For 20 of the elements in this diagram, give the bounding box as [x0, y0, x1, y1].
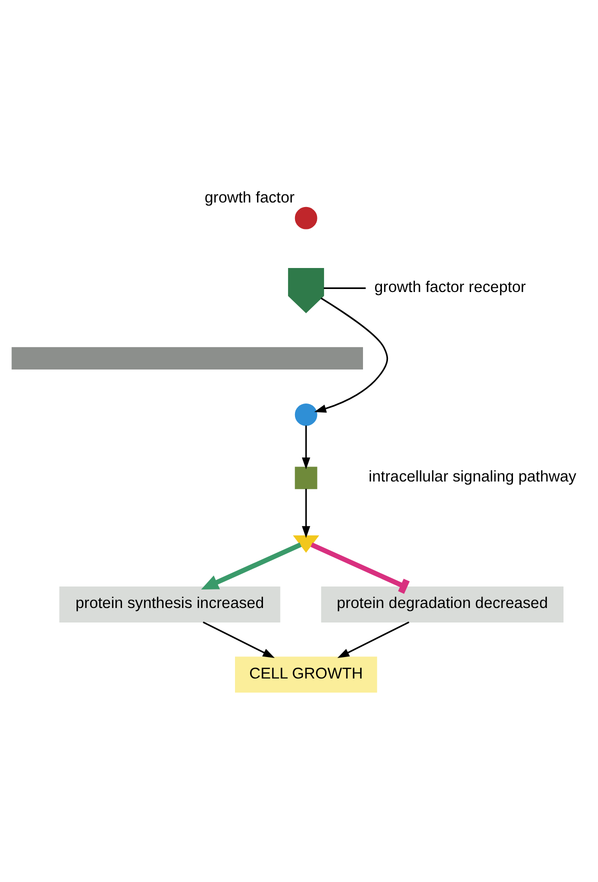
- node-circle: [294, 206, 318, 230]
- arrow: [202, 621, 275, 658]
- node-label: growth factor: [204, 189, 295, 206]
- node-triangle: [292, 535, 320, 553]
- node-box: protein degradation decreased: [321, 586, 564, 623]
- arrow: [337, 621, 410, 658]
- node-box: protein synthesis increased: [59, 586, 280, 623]
- node-box: [294, 466, 318, 490]
- arrow: [302, 488, 310, 538]
- arrow: [302, 426, 310, 470]
- node-receptor: [288, 268, 324, 314]
- connector: [310, 542, 410, 594]
- node-text: growth factor receptor: [374, 278, 526, 296]
- node-bar: [12, 347, 363, 370]
- node-circle: [294, 404, 318, 426]
- label: intracellular signaling pathway: [368, 468, 576, 486]
- connector: [324, 287, 366, 289]
- arrow: [314, 298, 388, 413]
- arrow: [201, 542, 302, 590]
- node-box: CELL GROWTH: [235, 656, 378, 693]
